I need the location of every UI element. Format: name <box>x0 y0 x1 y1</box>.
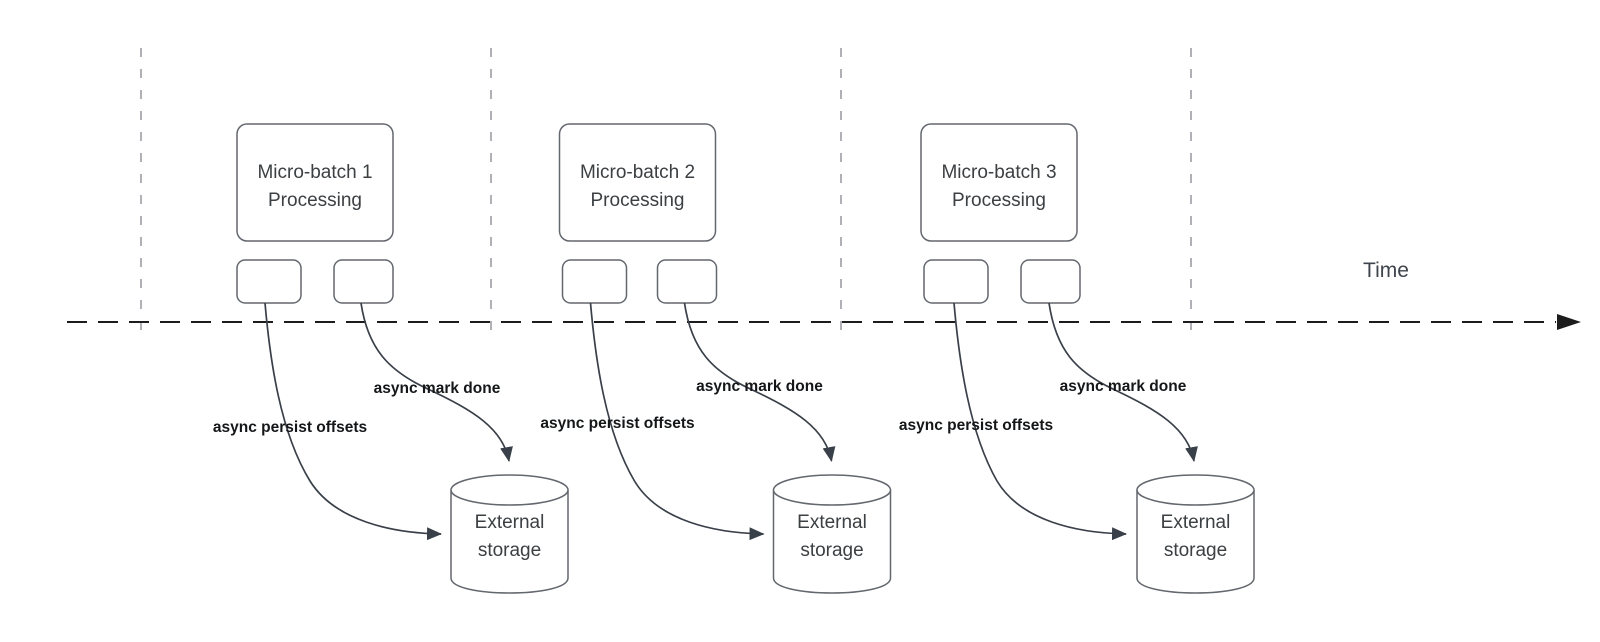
storage-cylinder-top <box>450 474 569 506</box>
micro-batch-section-1: Micro-batch 1 Processing async persist o… <box>213 123 569 594</box>
storage-label-line2: storage <box>1164 540 1227 561</box>
storage-cylinder-body <box>450 490 569 594</box>
storage-cylinder-body <box>1136 490 1255 594</box>
mark-done-label: async mark done <box>696 378 823 395</box>
micro-batch-section-2: Micro-batch 2 Processing async persist o… <box>540 123 892 594</box>
storage-label-line1: External <box>1161 512 1231 533</box>
persist-offsets-label: async persist offsets <box>899 417 1053 434</box>
processing-box-label-line2: Processing <box>591 190 685 211</box>
mark-done-label: async mark done <box>374 380 501 397</box>
done-task-box <box>656 259 718 304</box>
processing-box <box>920 123 1078 242</box>
micro-batch-section-3: Micro-batch 3 Processing async persist o… <box>899 123 1255 594</box>
processing-box-label-line2: Processing <box>952 190 1046 211</box>
mark-done-arrow <box>1048 302 1198 462</box>
persist-offsets-arrow <box>953 302 1127 541</box>
storage-cylinder-top <box>772 474 892 506</box>
batch-boundary-guides <box>140 48 1192 336</box>
processing-box <box>558 123 717 242</box>
processing-box-label-line2: Processing <box>268 190 362 211</box>
done-task-box <box>1020 259 1081 304</box>
time-axis-arrowhead-icon <box>1557 314 1581 330</box>
storage-cylinder-top <box>1136 474 1255 506</box>
time-axis-label: Time <box>1363 259 1409 282</box>
persist-offsets-label: async persist offsets <box>540 415 694 432</box>
done-task-box <box>333 259 394 304</box>
storage-cylinder-body <box>772 490 892 594</box>
storage-label-line2: storage <box>800 540 863 561</box>
storage-label-line2: storage <box>478 540 541 561</box>
offset-task-box <box>236 259 302 304</box>
processing-box <box>236 123 394 242</box>
persist-offsets-arrow <box>589 302 765 541</box>
time-axis: Time <box>67 259 1581 330</box>
persist-offsets-label: async persist offsets <box>213 419 367 436</box>
mark-done-arrow <box>360 302 513 462</box>
offset-task-box <box>561 259 628 304</box>
storage-label-line1: External <box>797 512 867 533</box>
processing-box-label-line1: Micro-batch 3 <box>941 162 1056 183</box>
processing-box-label-line1: Micro-batch 2 <box>580 162 695 183</box>
offset-task-box <box>923 259 989 304</box>
mark-done-arrow <box>683 302 836 462</box>
mark-done-label: async mark done <box>1060 378 1187 395</box>
persist-offsets-arrow <box>264 302 442 541</box>
storage-label-line1: External <box>475 512 545 533</box>
processing-box-label-line1: Micro-batch 1 <box>257 162 372 183</box>
